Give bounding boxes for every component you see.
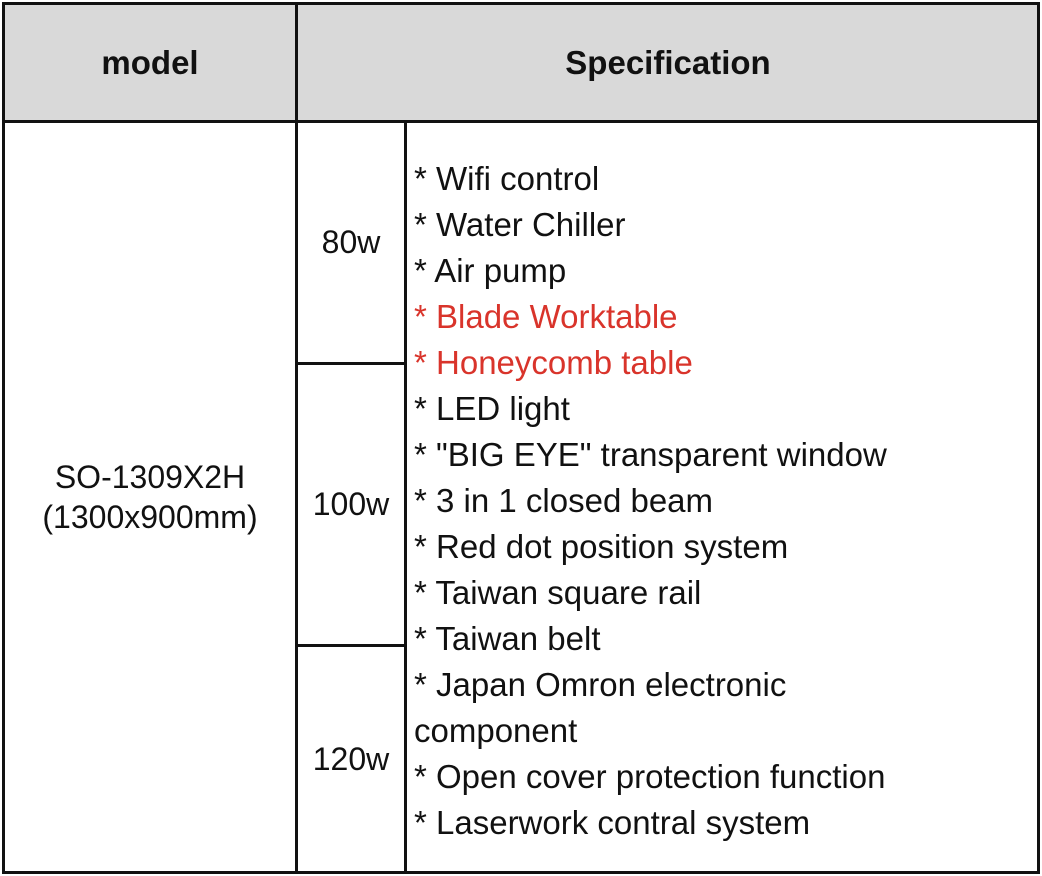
spec-item: * LED light <box>414 390 570 427</box>
model-name: SO-1309X2H <box>54 459 246 495</box>
specification-list: * Wifi control * Water Chiller * Air pump *… <box>414 156 1034 846</box>
spec-item: * Water Chiller <box>414 206 626 243</box>
table-header-background <box>4 4 1038 121</box>
spec-item: * Taiwan square rail <box>414 574 702 611</box>
power-option-100w: 100w <box>312 486 390 522</box>
model-column-divider <box>295 2 298 874</box>
header-specification: Specification <box>565 43 771 81</box>
spec-item: * Red dot position system <box>414 528 789 565</box>
power-option-120w: 120w <box>312 740 390 777</box>
spec-item: * Honeycomb table <box>414 344 693 381</box>
spec-item: * Air pump <box>414 252 567 289</box>
spec-item: * 3 in 1 closed beam <box>414 482 714 519</box>
spec-item: * Open cover protection function <box>414 758 886 795</box>
power-row-divider-1 <box>295 362 406 365</box>
spec-item: * Blade Worktable <box>414 298 678 335</box>
header-model: model <box>101 43 199 81</box>
power-column-divider <box>404 120 407 874</box>
spec-item: * Japan Omron electronic component <box>414 666 787 749</box>
table-border-right <box>1037 2 1040 874</box>
table-border-top <box>2 2 1040 5</box>
power-option-80w: 80w <box>321 223 381 260</box>
power-row-divider-2 <box>295 644 406 647</box>
model-size: (1300x900mm) <box>42 499 258 535</box>
spec-item: * Laserwork contral system <box>414 804 811 841</box>
spec-item: * "BIG EYE" transparent window <box>414 436 887 473</box>
spec-item: * Wifi control <box>414 160 600 197</box>
model-cell: SO-1309X2H (1300x900mm) <box>4 122 296 872</box>
spec-item: * Taiwan belt <box>414 620 601 657</box>
table-border-bottom <box>2 871 1040 874</box>
header-divider <box>2 120 1040 123</box>
table-border-left <box>2 2 5 874</box>
